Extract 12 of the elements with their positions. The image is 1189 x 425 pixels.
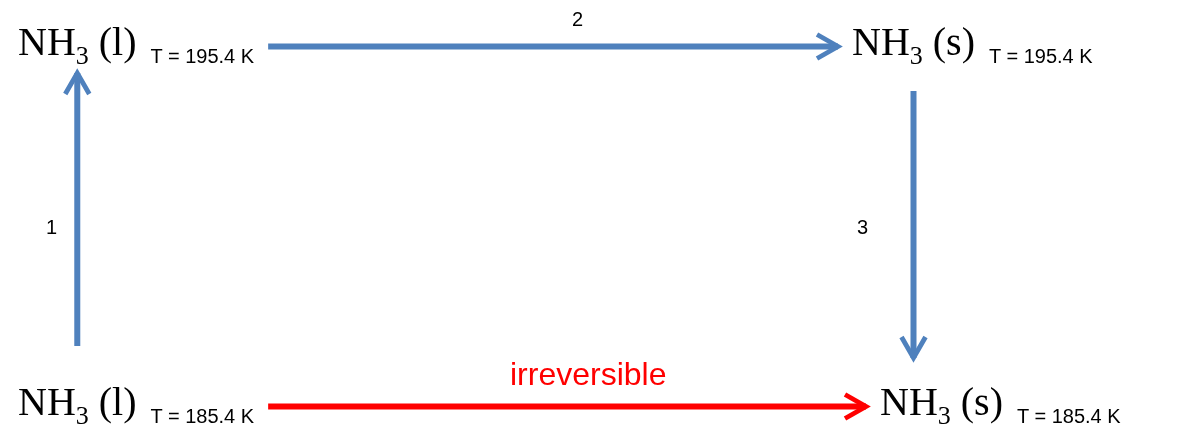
- phase-label: NH$_{3}$ (l): [18, 18, 137, 71]
- temperature-label: T = 195.4 K: [989, 45, 1093, 68]
- temperature-label: T = 195.4 K: [150, 45, 255, 68]
- phase-label: NH$_{3}$ (s): [880, 378, 1003, 425]
- arrow: [268, 32, 841, 61]
- phase-label: NH$_{3}$ (s): [852, 18, 975, 71]
- temperature-label: T = 185.4 K: [150, 405, 255, 425]
- arrow: [268, 392, 869, 421]
- phase-label: NH$_{3}$ (l): [18, 378, 137, 425]
- arrow: [899, 91, 928, 361]
- arrow: [62, 70, 92, 346]
- temperature-label: T = 185.4 K: [1017, 405, 1121, 425]
